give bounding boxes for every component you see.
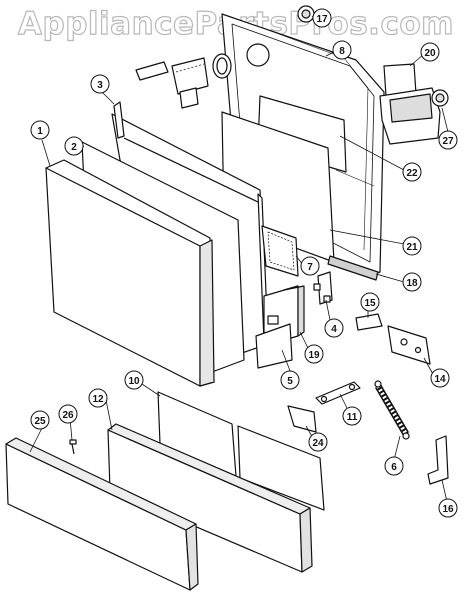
screw — [69, 439, 77, 455]
handle-assembly — [379, 63, 441, 145]
svg-text:8: 8 — [339, 46, 345, 57]
svg-text:1: 1 — [37, 126, 43, 137]
svg-text:14: 14 — [434, 374, 446, 385]
callout-25: 25 — [30, 410, 50, 430]
callout-22: 22 — [402, 162, 422, 182]
callout-15: 15 — [360, 292, 380, 312]
ring-part — [212, 53, 232, 79]
svg-text:26: 26 — [62, 410, 74, 421]
callout-26: 26 — [58, 404, 78, 424]
callout-3: 3 — [90, 74, 110, 94]
callout-18: 18 — [402, 272, 422, 292]
callout-17: 17 — [312, 8, 332, 28]
callout-21: 21 — [402, 236, 422, 256]
lower-mount-bracket — [287, 405, 317, 433]
svg-text:5: 5 — [287, 376, 293, 387]
svg-text:24: 24 — [312, 438, 324, 449]
svg-text:17: 17 — [316, 14, 328, 25]
small-bracket — [355, 313, 383, 331]
l-bracket — [427, 435, 449, 485]
svg-text:7: 7 — [307, 262, 313, 273]
callout-6: 6 — [384, 456, 404, 476]
svg-text:15: 15 — [364, 298, 376, 309]
gasket-strip — [261, 225, 299, 277]
push-button — [135, 61, 169, 81]
callout-24: 24 — [308, 432, 328, 452]
svg-text:4: 4 — [331, 324, 337, 335]
upper-front-panel-right — [237, 425, 325, 511]
door-spring — [374, 380, 410, 440]
switch-module — [171, 57, 209, 109]
callout-16: 16 — [438, 498, 458, 518]
callout-2: 2 — [64, 136, 84, 156]
lower-bracket — [255, 323, 293, 369]
callout-8: 8 — [332, 40, 352, 60]
callout-10: 10 — [124, 370, 144, 390]
svg-text:20: 20 — [424, 48, 436, 59]
callout-19: 19 — [304, 344, 324, 364]
svg-text:27: 27 — [442, 136, 454, 147]
svg-text:22: 22 — [406, 168, 418, 179]
door-latch — [313, 271, 333, 305]
knob — [431, 89, 449, 107]
svg-text:18: 18 — [406, 278, 418, 289]
small-round-part — [297, 5, 315, 23]
svg-text:21: 21 — [406, 242, 418, 253]
callout-14: 14 — [430, 368, 450, 388]
callouts: 1 2 3 4 5 6 7 8 10 11 12 14 15 16 17 18 … — [30, 8, 458, 518]
svg-text:10: 10 — [128, 376, 140, 387]
svg-text:3: 3 — [97, 80, 103, 91]
callout-4: 4 — [324, 318, 344, 338]
callout-1: 1 — [30, 120, 50, 140]
outer-door-panel — [45, 159, 215, 387]
svg-text:12: 12 — [92, 394, 104, 405]
lower-front-panel-frame — [107, 423, 313, 573]
svg-text:16: 16 — [442, 504, 454, 515]
callout-7: 7 — [300, 256, 320, 276]
callout-20: 20 — [420, 42, 440, 62]
svg-text:6: 6 — [391, 462, 397, 473]
svg-text:25: 25 — [34, 416, 46, 427]
callout-12: 12 — [88, 388, 108, 408]
mounting-plate — [387, 325, 431, 365]
bottom-seal — [327, 255, 379, 281]
kick-plate — [5, 437, 199, 591]
hinge-link — [315, 381, 361, 405]
callout-5: 5 — [280, 370, 300, 390]
callout-27: 27 — [438, 130, 458, 150]
svg-text:11: 11 — [347, 412, 358, 423]
svg-text:2: 2 — [71, 142, 77, 153]
svg-text:19: 19 — [308, 350, 320, 361]
callout-11: 11 — [342, 406, 362, 426]
